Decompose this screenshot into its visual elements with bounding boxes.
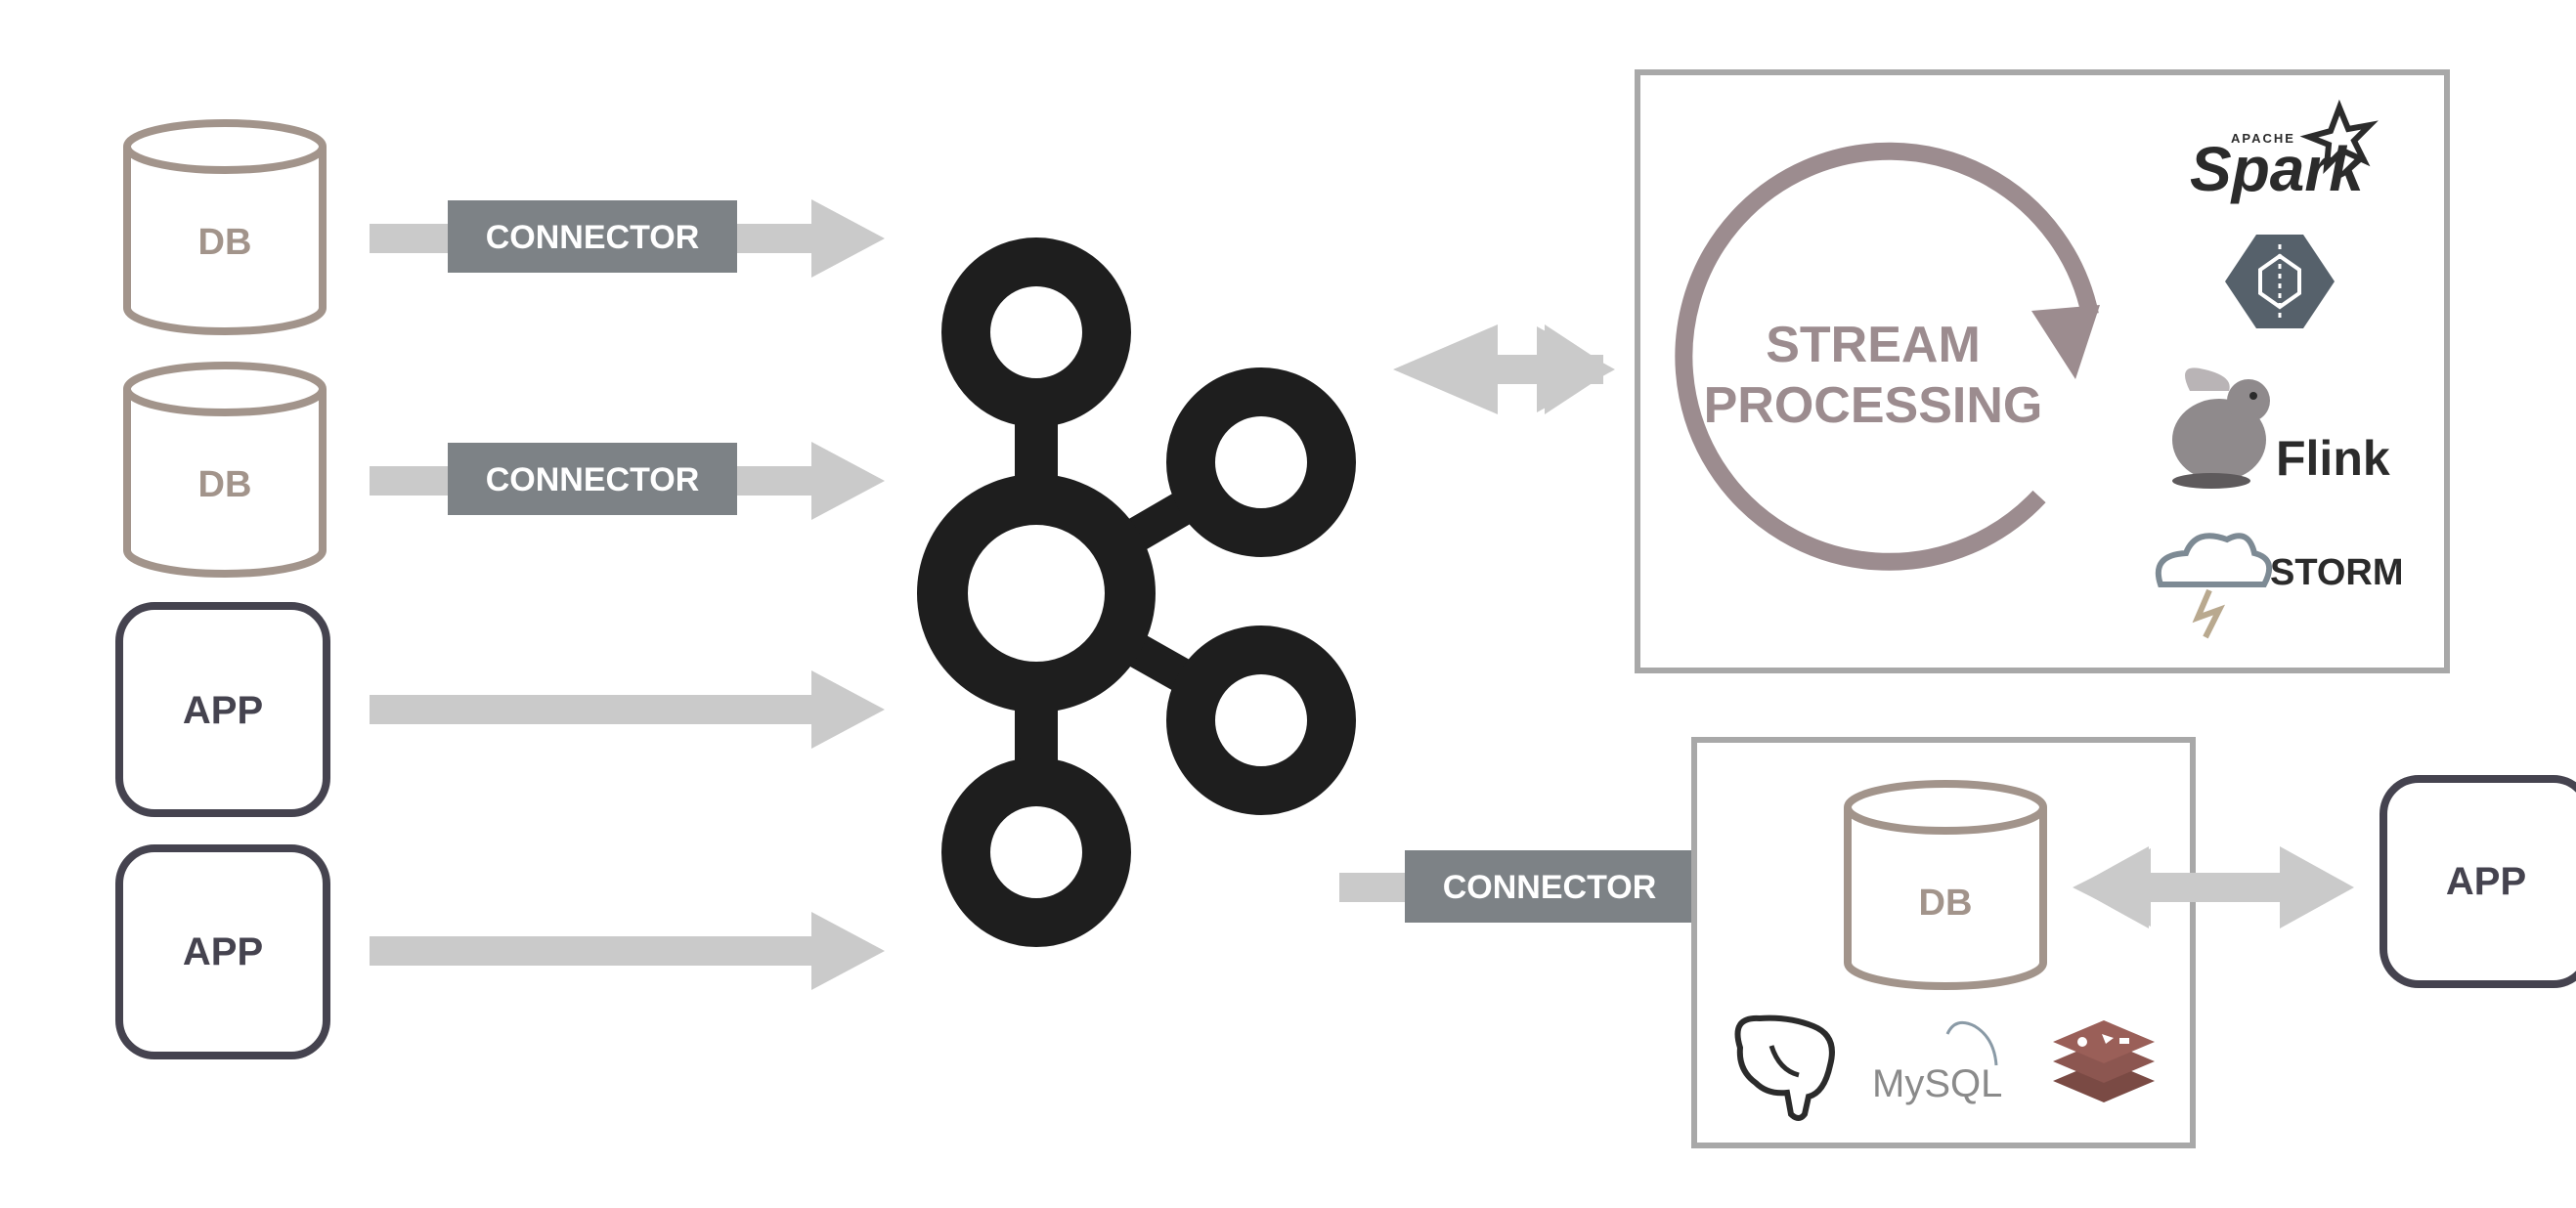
source-app-1-label: APP [183, 689, 263, 732]
source-db-2: DB [123, 362, 327, 578]
sink-db: DB [1844, 780, 2047, 990]
arrow-app-1-to-kafka [370, 670, 885, 749]
kafka-logo-icon [917, 237, 1356, 947]
source-app-1: APP [115, 602, 330, 817]
sink-db-label: DB [1919, 883, 1973, 924]
storm-cloud-icon: STORM [2155, 533, 2404, 639]
spark-logo-icon: APACHE Spark [2190, 99, 2379, 204]
flink-squirrel-icon: Flink [2172, 367, 2390, 489]
stream-label-line1: STREAM [1766, 317, 1981, 373]
redis-stack-icon [2053, 1020, 2155, 1102]
source-db-2-label: DB [198, 464, 252, 505]
source-db-1: DB [123, 119, 327, 335]
stream-ring-arrow [1675, 142, 2099, 571]
connector-2-label: CONNECTOR [486, 461, 700, 498]
source-db-1-label: DB [198, 222, 252, 263]
sink-db-box: DB MySQL [1691, 737, 2196, 1148]
connector-1: CONNECTOR [448, 200, 737, 273]
dataflow-hexagon-icon [2225, 235, 2335, 328]
flink-text: Flink [2276, 431, 2390, 486]
mysql-dolphin-icon: MySQL [1872, 1020, 2002, 1105]
postgresql-elephant-icon [1734, 1014, 1835, 1121]
sink-app: APP [2380, 775, 2576, 988]
mysql-text: MySQL [1872, 1062, 2002, 1105]
source-app-2-label: APP [183, 930, 263, 973]
arrow-sink-db-app-bidirectional-shape [2074, 846, 2354, 928]
sink-app-label: APP [2446, 860, 2526, 903]
arrow-app-2-to-kafka [370, 912, 885, 990]
connector-2: CONNECTOR [448, 443, 737, 515]
stream-ring-arrowhead [2031, 305, 2100, 379]
connector-sink: CONNECTOR [1405, 850, 1694, 923]
source-app-2: APP [115, 844, 330, 1059]
connector-sink-label: CONNECTOR [1443, 869, 1657, 906]
spark-apache-text: APACHE [2231, 131, 2295, 146]
stream-processing-box: STREAM PROCESSING APACHE Spark Flink [1635, 69, 2450, 673]
storm-text: STORM [2270, 552, 2404, 593]
spark-text: Spark [2190, 134, 2367, 204]
arrow-kafka-stream-bidirectional [1393, 324, 1615, 414]
stream-label-line2: PROCESSING [1704, 377, 2043, 434]
connector-1-label: CONNECTOR [486, 219, 700, 256]
